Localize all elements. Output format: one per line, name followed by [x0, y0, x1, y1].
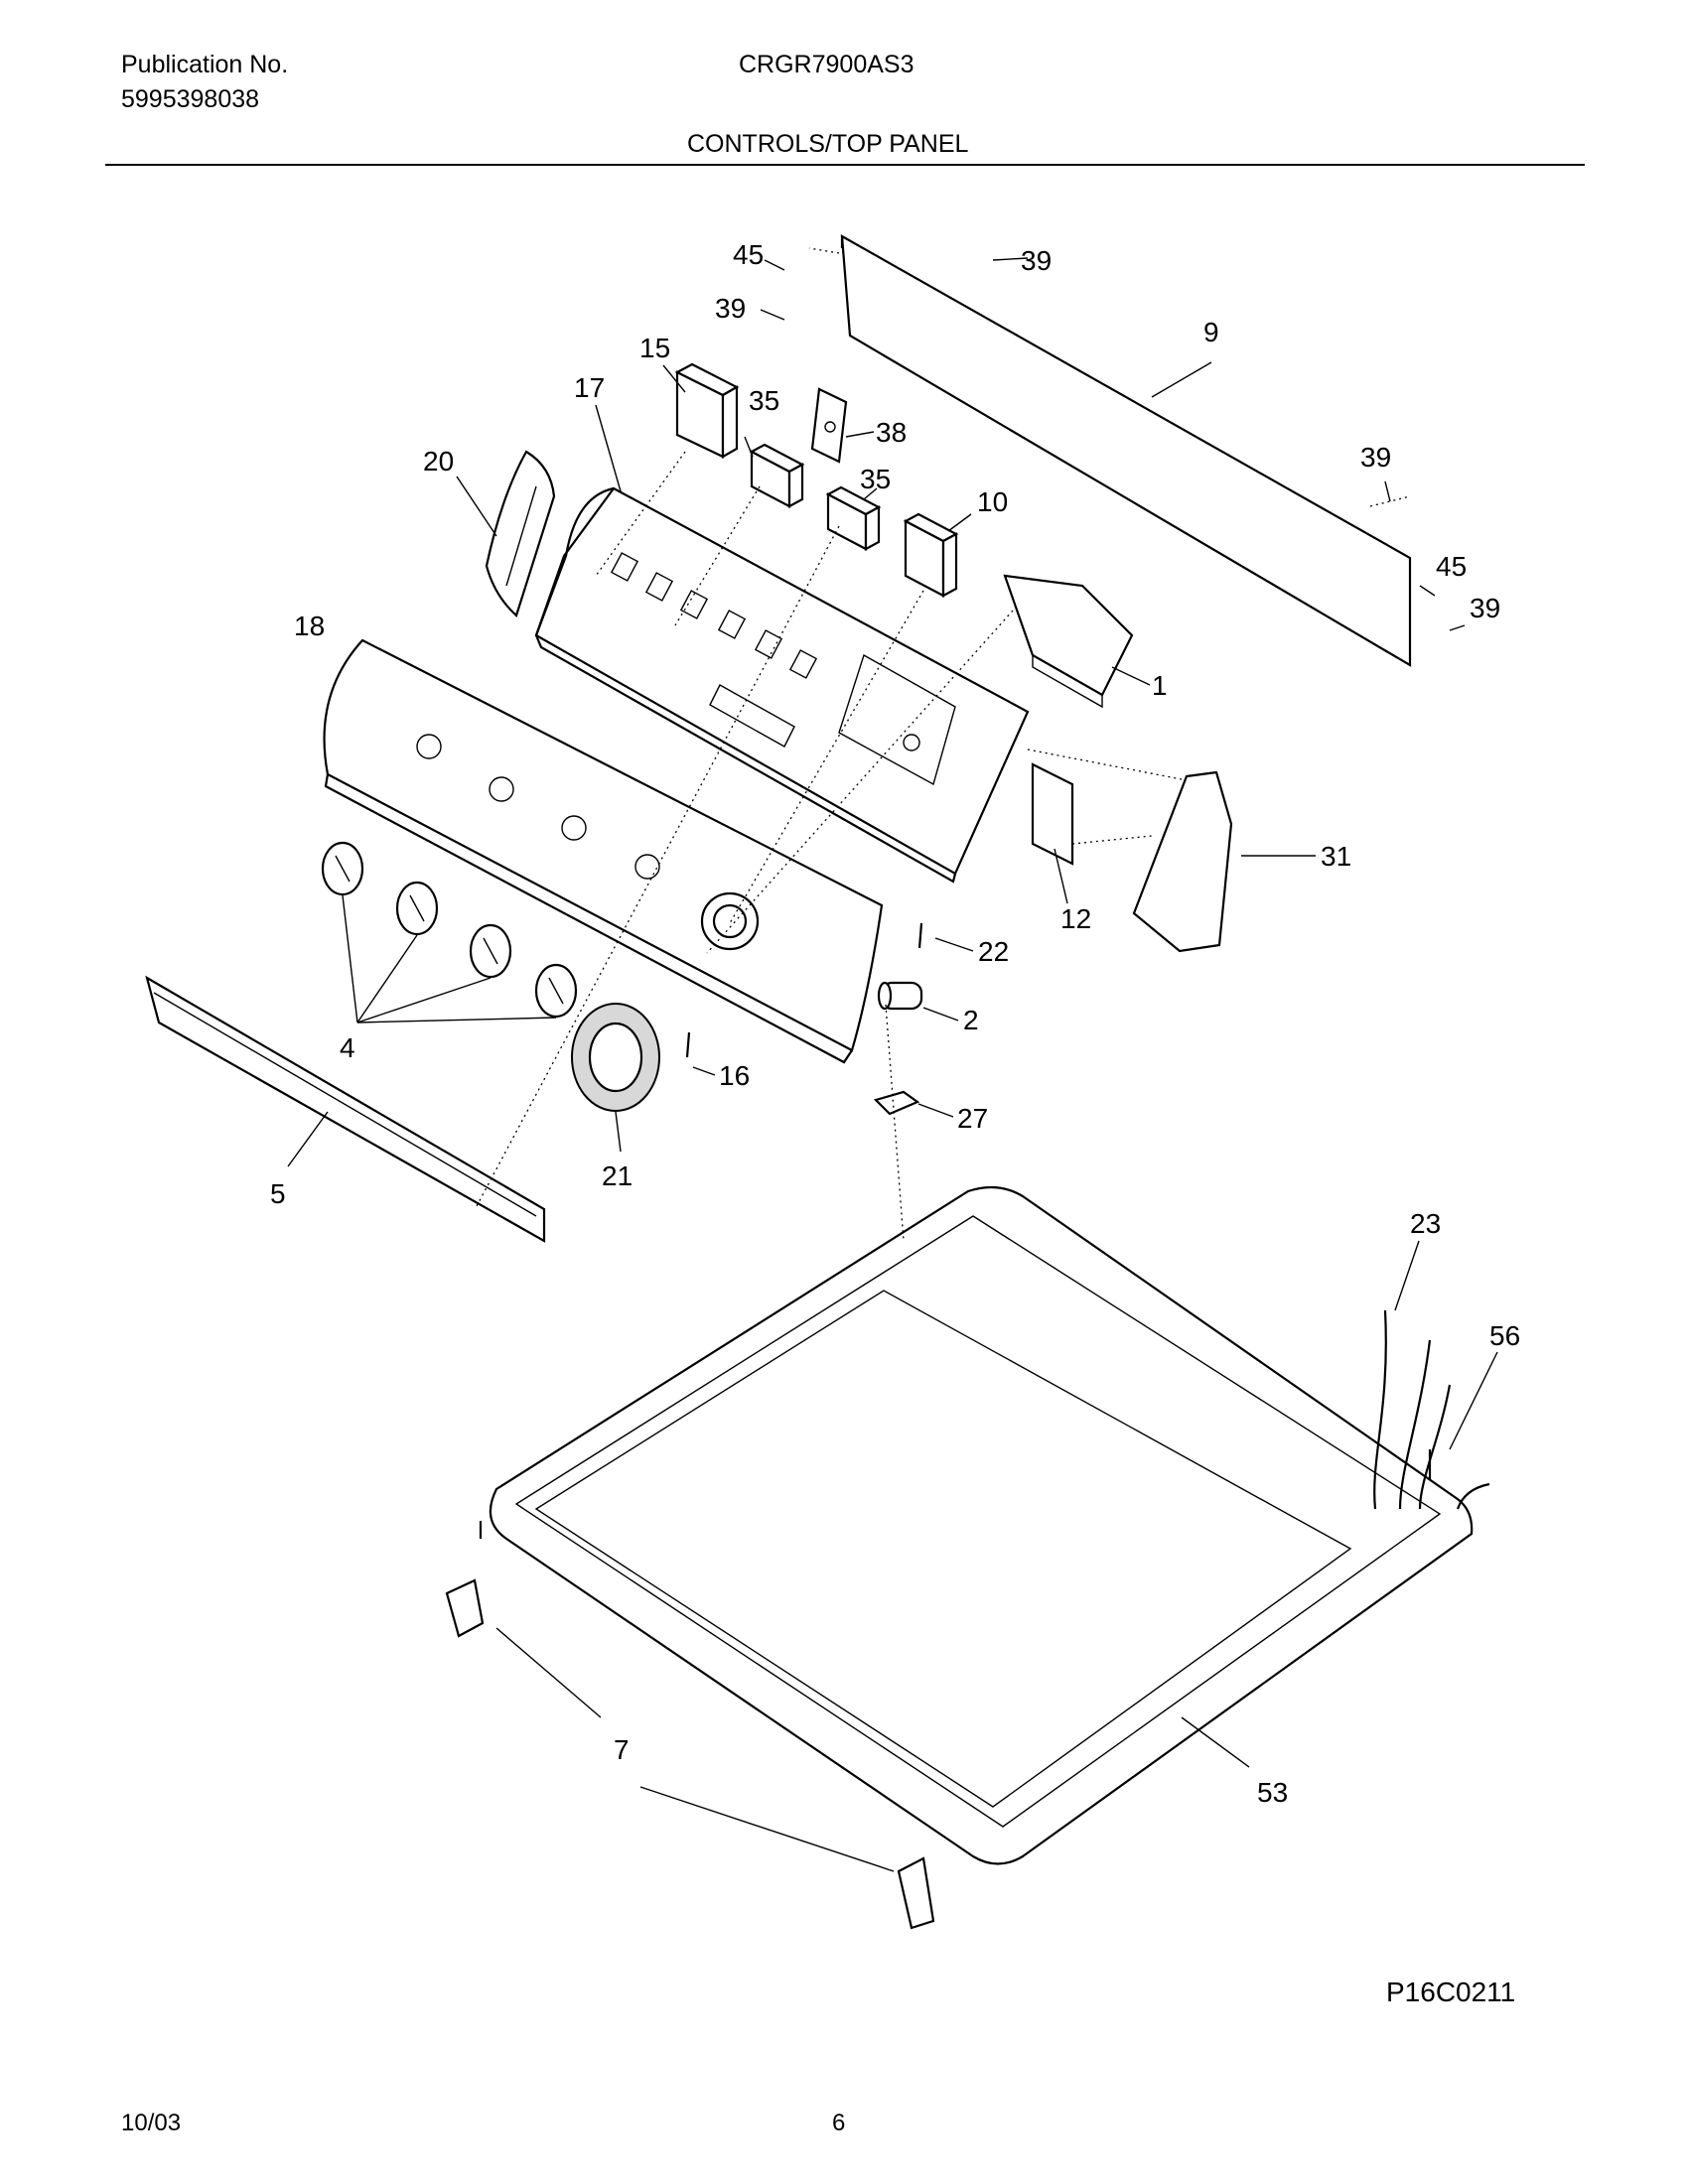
- callout-16: 16: [719, 1060, 750, 1091]
- callout-labels: 45 39 39 9 15 17 35 39 20 38 35 10 45 39…: [270, 239, 1520, 1808]
- figure-code: P16C0211: [1386, 1977, 1516, 2007]
- footer-date: 10/03: [121, 2110, 182, 2136]
- header-rule: [105, 164, 1585, 166]
- left-end-cap-part-20: [485, 450, 556, 617]
- callout-31: 31: [1321, 841, 1351, 872]
- callout-1: 1: [1152, 670, 1168, 701]
- callout-4: 4: [340, 1032, 355, 1063]
- callout-12: 12: [1060, 903, 1091, 934]
- top-panel-part-53: [479, 1185, 1474, 1865]
- section-title: CONTROLS/TOP PANEL: [687, 130, 969, 158]
- bracket-part-56: [1428, 1449, 1490, 1510]
- callout-9: 9: [1203, 317, 1219, 347]
- bushing-part-2: [877, 981, 923, 1011]
- callout-27: 27: [957, 1103, 988, 1134]
- leader-lines: [287, 257, 1498, 1872]
- callout-53: 53: [1257, 1777, 1288, 1808]
- knob-part-4: [321, 841, 578, 1019]
- callout-39b: 39: [715, 293, 746, 324]
- right-end-cap-part-31: [1132, 770, 1233, 953]
- callout-7: 7: [614, 1734, 630, 1765]
- callout-18: 18: [294, 611, 325, 641]
- callout-39d: 39: [1470, 593, 1500, 623]
- switch-part-10: [903, 512, 959, 598]
- trim-strip-part-5: [145, 975, 546, 1243]
- callout-56: 56: [1489, 1320, 1520, 1351]
- callout-5: 5: [270, 1178, 286, 1209]
- callout-21: 21: [602, 1160, 633, 1191]
- callout-38: 38: [876, 417, 907, 448]
- callout-15: 15: [639, 333, 670, 363]
- clip-part-27: [873, 1090, 920, 1116]
- callout-35a: 35: [749, 385, 779, 416]
- large-knob-part-21: [571, 1003, 660, 1112]
- control-module-part-1: [1003, 574, 1134, 709]
- circuit-board-part-12: [1031, 762, 1074, 866]
- publication-number: 5995398038: [121, 85, 260, 113]
- callout-39a: 39: [1021, 245, 1052, 276]
- console-backguard-part-17: [534, 486, 1030, 884]
- callout-10: 10: [977, 486, 1008, 517]
- model-number: CRGR7900AS3: [739, 51, 914, 78]
- callout-20: 20: [423, 446, 454, 477]
- callout-35b: 35: [860, 464, 891, 494]
- publication-label: Publication No.: [121, 51, 289, 78]
- callout-2: 2: [963, 1005, 979, 1035]
- callout-22: 22: [978, 936, 1009, 967]
- selector-part-38: [810, 387, 848, 464]
- foot-part-7: [445, 1578, 485, 1638]
- control-panel-overlay-part-18: [323, 638, 884, 1064]
- foot-part-7b: [897, 1856, 935, 1930]
- page-number: 6: [832, 2110, 846, 2136]
- screw-part-16: [685, 1031, 691, 1058]
- callout-17: 17: [574, 372, 605, 403]
- timer-part-35: [749, 443, 805, 508]
- callout-39c: 39: [1360, 442, 1391, 473]
- timer-part-35b: [825, 485, 882, 551]
- callout-45a: 45: [733, 239, 764, 270]
- assembly-lines: [476, 247, 1411, 1242]
- callout-23: 23: [1410, 1208, 1441, 1239]
- rear-panel-part-9: [840, 234, 1412, 667]
- callout-45b: 45: [1436, 551, 1467, 582]
- wire-harness-part-23: [1373, 1309, 1452, 1510]
- screw-part-22: [917, 922, 923, 949]
- control-switch-part-15: [674, 362, 740, 459]
